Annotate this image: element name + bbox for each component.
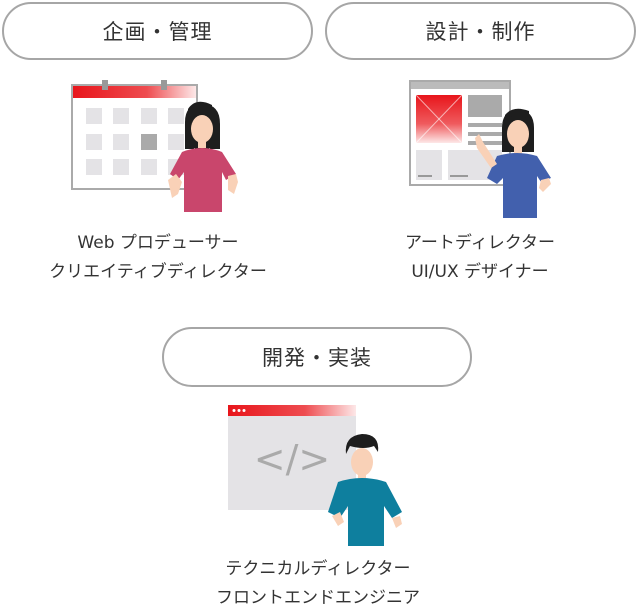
calendar-woman-illustration: [71, 80, 238, 212]
woman-figure-icon: [168, 101, 238, 212]
wireframe-window-icon: [409, 80, 511, 186]
man-figure-icon: [328, 434, 402, 546]
role-label: クリエイティブディレクター: [49, 262, 267, 282]
category-pill-development: 開発・実装: [162, 327, 472, 387]
woman-figure-icon: [475, 108, 551, 218]
code-window-man-illustration: </>: [228, 405, 402, 546]
role-label: アートディレクター: [404, 233, 556, 253]
code-window-icon: </>: [228, 405, 356, 510]
code-brackets-icon: </>: [254, 437, 330, 481]
category-title: 企画・管理: [102, 20, 213, 44]
calendar-icon: [71, 80, 198, 190]
role-label: テクニカルディレクター: [225, 559, 411, 579]
roles-development: テクニカルディレクター フロントエンドエンジニア: [160, 555, 476, 613]
role-label: Web プロデューサー: [77, 233, 239, 253]
category-pill-design: 設計・制作: [325, 2, 636, 60]
category-title: 開発・実装: [262, 346, 372, 370]
roles-design: アートディレクター UI/UX デザイナー: [322, 229, 638, 287]
roles-planning: Web プロデューサー クリエイティブディレクター: [0, 229, 316, 287]
wireframe-woman-illustration: [409, 80, 551, 218]
role-label: UI/UX デザイナー: [411, 262, 549, 282]
category-pill-planning: 企画・管理: [2, 2, 313, 60]
role-label: フロントエンドエンジニア: [216, 588, 420, 608]
category-title: 設計・制作: [425, 20, 536, 44]
